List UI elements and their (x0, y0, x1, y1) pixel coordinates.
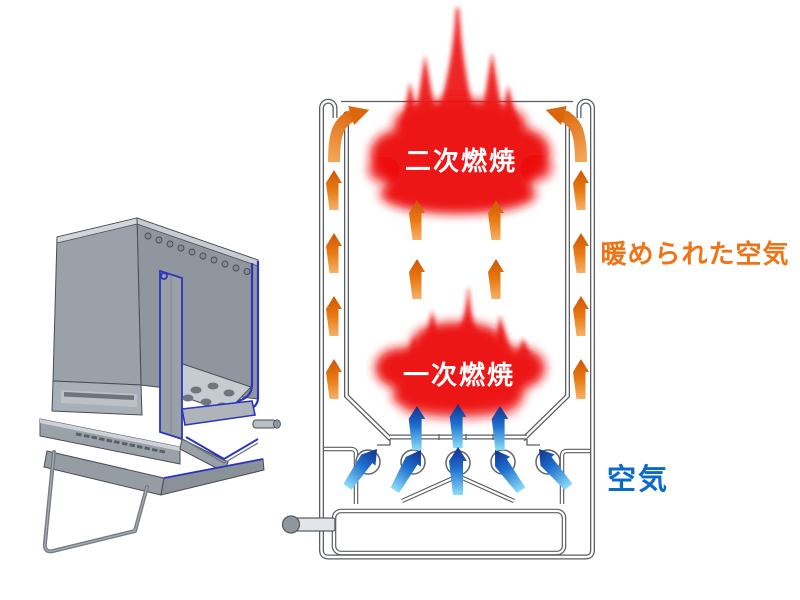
base-step-shelves (324, 446, 590, 504)
secondary-combustion-label: 二次燃焼 (405, 147, 517, 177)
ash-pan-handle (281, 515, 336, 534)
hot-air-arrow (326, 233, 342, 273)
hot-air-arrow (326, 170, 342, 210)
outer-shell (319, 98, 595, 560)
ash-pan (331, 508, 567, 556)
hot-air-arrow (326, 359, 342, 399)
air-label: 空気 (607, 462, 669, 496)
cad-lower-assembly (179, 400, 281, 473)
primary-combustion-flame (375, 288, 545, 419)
secondary-combustion-flame (368, 8, 552, 214)
cad-vent-band-highlight (40, 419, 180, 451)
hot-air-arrow (573, 296, 589, 336)
cad-secondary-air-holes (144, 232, 251, 275)
cad-wire-leg (42, 450, 149, 554)
cad-cut-partition (159, 269, 183, 441)
hot-air-arrow (409, 259, 425, 299)
warmed-air-label: 暖められた空気 (600, 239, 789, 270)
cad-skirt-edge (163, 458, 264, 479)
cad-left-wall (52, 217, 142, 386)
cad-vent-slots (75, 432, 166, 454)
stove-3d-render (39, 217, 281, 554)
hot-air-arrow (573, 359, 589, 399)
cad-left-rim (56, 217, 138, 244)
hot-air-arrow (573, 233, 589, 273)
hot-air-arrow (488, 259, 504, 299)
hot-air-curved-arrow-right (542, 100, 587, 163)
hot-air-arrows (326, 100, 589, 399)
cad-mid-slot (64, 392, 134, 400)
cold-air-arrows (340, 404, 576, 496)
cad-handle-rod (252, 419, 277, 429)
hot-air-curved-arrow-left (328, 100, 373, 163)
inner-walls (343, 111, 571, 442)
hot-air-arrow (573, 170, 589, 210)
primary-combustion-label: 一次燃焼 (403, 361, 515, 391)
hot-air-arrow (326, 296, 342, 336)
stove-cross-section: 二次燃焼 一次燃焼 (281, 8, 789, 560)
